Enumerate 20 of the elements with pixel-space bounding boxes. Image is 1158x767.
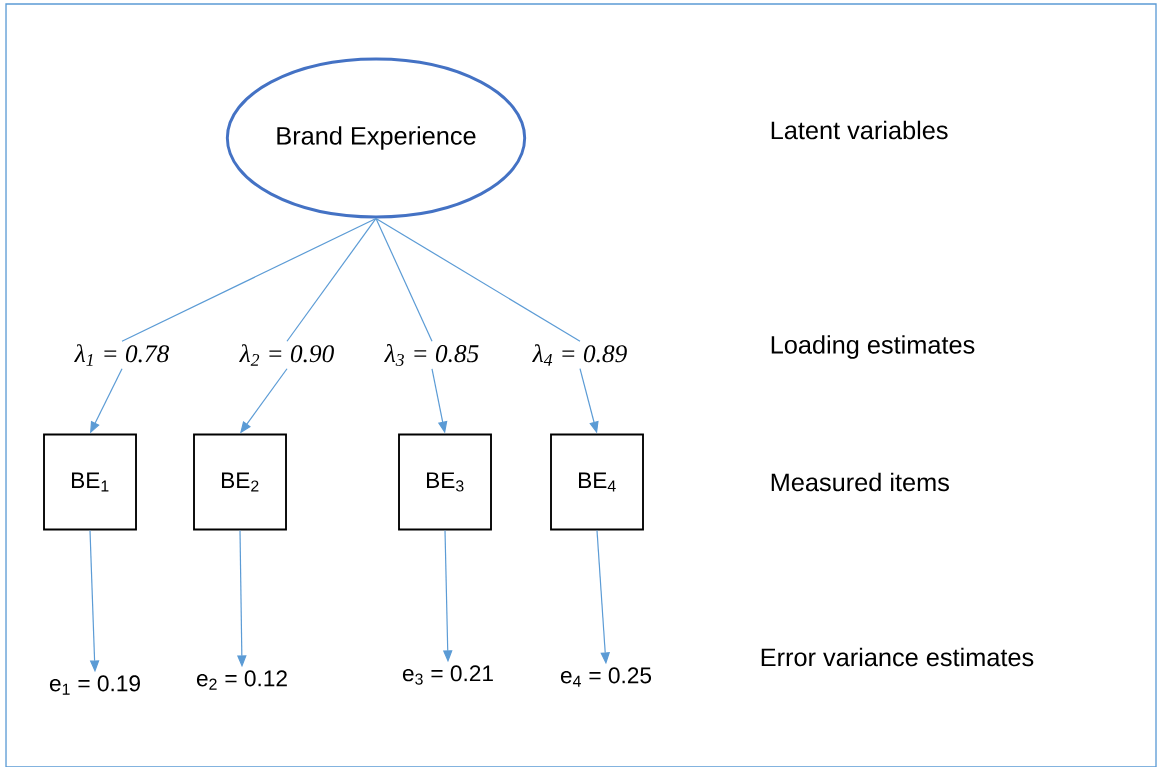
row-label: Error variance estimates	[761, 647, 1034, 667]
row-label: Loading estimates	[771, 335, 975, 359]
connector-line	[286, 217, 377, 342]
error-variance-estimate: e$_{2}$ = 0.12	[196, 670, 287, 690]
loading-estimate: λ$_{1}$ = 0.78	[74, 344, 169, 366]
connector-line	[375, 217, 581, 342]
measured-item-box: BE$_{1}$	[43, 433, 137, 531]
error-variance-estimate: e$_{1}$ = 0.19	[49, 675, 140, 695]
error-variance-estimate: e$_{4}$ = 0.25	[560, 667, 652, 687]
row-label: Latent variables	[771, 120, 948, 140]
connector-line	[375, 217, 433, 342]
measured-item-box: BE$_{3}$	[398, 433, 492, 531]
loading-estimate: λ$_{2}$ = 0.90	[239, 344, 334, 366]
error-variance-estimate: e$_{3}$ = 0.21	[402, 665, 493, 685]
measured-item-box: BE$_{2}$	[193, 433, 287, 531]
loading-estimate: λ$_{4}$ = 0.89	[532, 344, 627, 366]
connector-line	[121, 217, 377, 342]
row-label: Measured items	[771, 472, 949, 492]
measured-item-box: BE$_{4}$	[550, 433, 644, 531]
loading-estimate: λ$_{3}$ = 0.85	[384, 344, 479, 366]
